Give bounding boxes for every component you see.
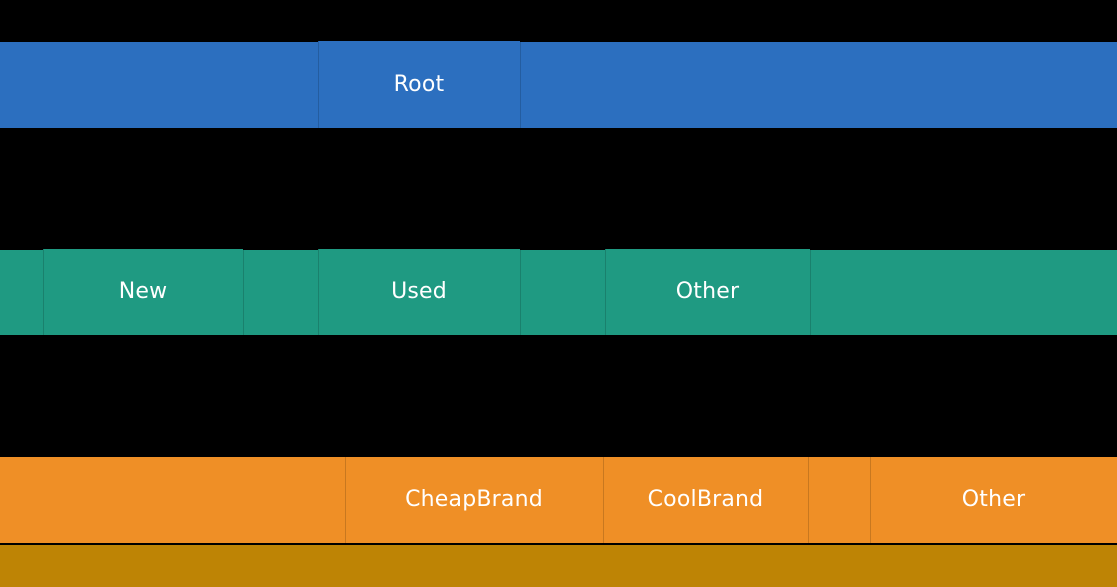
icicle-level-3 <box>0 545 1117 587</box>
icicle-node-unlabeled[interactable] <box>0 545 1117 587</box>
icicle-node-unlabeled[interactable] <box>0 457 345 543</box>
icicle-node-label: Other <box>961 487 1026 512</box>
icicle-node-unlabeled[interactable] <box>808 457 870 543</box>
icicle-node-unlabeled[interactable] <box>0 250 43 335</box>
icicle-node-other[interactable]: Other <box>870 457 1117 543</box>
icicle-level-1: New Used Other <box>0 249 1117 335</box>
icicle-node-coolbrand[interactable]: CoolBrand <box>603 457 808 543</box>
icicle-node-label: Other <box>675 279 740 304</box>
icicle-node-label: CoolBrand <box>647 487 764 512</box>
icicle-node-unlabeled[interactable] <box>520 250 605 335</box>
icicle-node-new[interactable]: New <box>43 249 243 335</box>
icicle-node-other[interactable]: Other <box>605 249 810 335</box>
icicle-level-2: CheapBrand CoolBrand Other <box>0 457 1117 543</box>
icicle-node-cheapbrand[interactable]: CheapBrand <box>345 457 603 543</box>
icicle-node-label: New <box>118 279 168 304</box>
icicle-node-label: CheapBrand <box>405 487 543 512</box>
icicle-node-used[interactable]: Used <box>318 249 520 335</box>
icicle-node-label: Used <box>391 279 447 304</box>
icicle-node-label: Root <box>393 71 445 97</box>
icicle-node-root[interactable]: Root <box>318 41 520 128</box>
icicle-node-unlabeled[interactable] <box>810 250 1117 335</box>
icicle-node-unlabeled[interactable] <box>243 250 318 335</box>
icicle-node-unlabeled[interactable] <box>520 42 1117 128</box>
icicle-node-unlabeled[interactable] <box>0 42 318 128</box>
icicle-level-0: Root <box>0 41 1117 128</box>
